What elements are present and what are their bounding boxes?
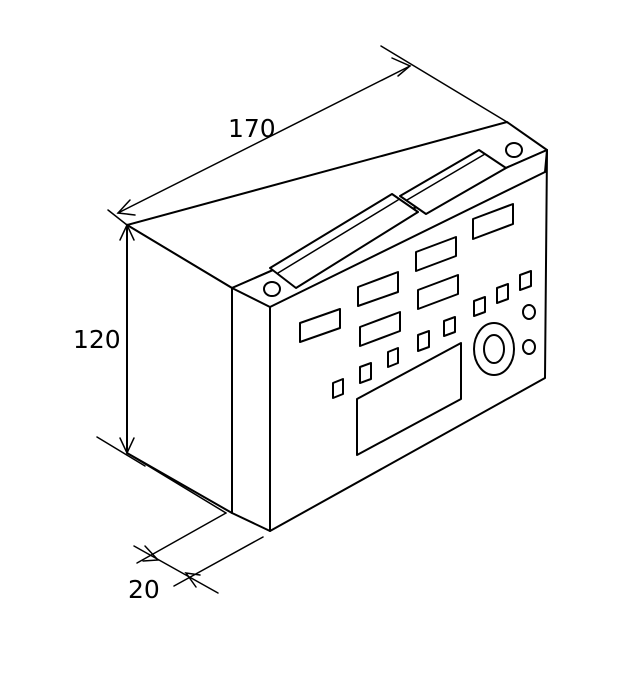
large-screen	[356, 342, 462, 456]
dimension-height	[96, 223, 227, 514]
front-bezel-right-edge	[544, 149, 548, 173]
front-bezel-top-edge	[269, 171, 546, 308]
top-slot-right	[399, 149, 507, 215]
dimension-height-label: 120	[73, 325, 121, 354]
top-slot-left	[269, 193, 419, 289]
small-button-row-right	[473, 270, 532, 317]
mounting-hole-left	[263, 281, 281, 297]
display-windows	[299, 203, 514, 347]
dimension-width	[107, 45, 508, 226]
small-button-row-left	[332, 316, 456, 399]
dimension-depth-label: 20	[128, 575, 160, 604]
dimension-depth	[133, 512, 264, 594]
round-buttons	[522, 304, 536, 355]
jog-dial	[473, 322, 515, 376]
dimension-width-label: 170	[228, 114, 276, 143]
mounting-hole-right	[505, 142, 523, 158]
